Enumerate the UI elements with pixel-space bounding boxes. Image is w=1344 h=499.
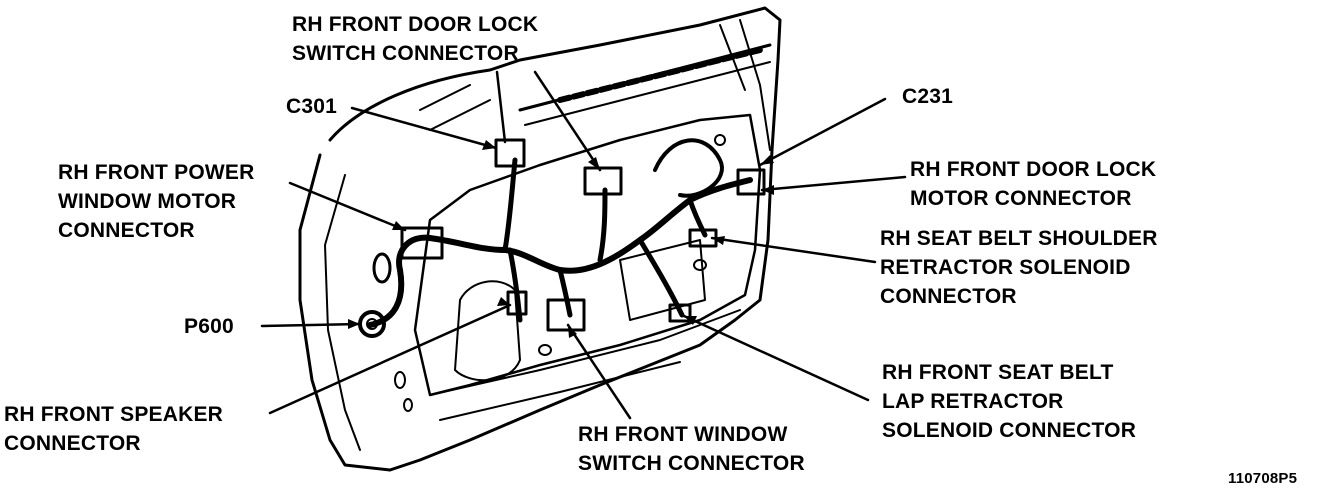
label-line: RH FRONT SPEAKER — [4, 403, 224, 426]
leader-c231 — [758, 97, 887, 167]
label-line: RETRACTOR SOLENOID — [880, 256, 1131, 279]
speaker-block — [506, 290, 528, 316]
leader-lock-switch-b — [533, 70, 602, 172]
mirror-patch — [419, 84, 491, 131]
leader-speaker — [268, 303, 512, 415]
lock-switch-block — [583, 166, 623, 196]
access-hole — [619, 239, 706, 321]
arrow-c231 — [760, 155, 774, 165]
door-frame-inner — [324, 174, 361, 451]
harness-branch-lock-switch — [597, 187, 608, 263]
arrow-lap — [684, 316, 697, 325]
label-line: CONNECTOR — [880, 285, 1017, 308]
label-rh-front-door-lock-switch-connector: RH FRONT DOOR LOCK SWITCH CONNECTOR — [292, 10, 538, 68]
arrow-shoulder — [712, 236, 725, 245]
inner-cutout — [454, 280, 521, 382]
harness-branch-shoulder — [687, 197, 708, 238]
hole-6 — [714, 134, 726, 146]
wiring-harness — [367, 177, 753, 328]
arrow-window-switch — [568, 325, 577, 338]
harness-branch-c301 — [502, 157, 518, 253]
label-line: RH FRONT WINDOW — [578, 423, 788, 446]
leader-c301 — [350, 106, 498, 150]
lower-rib-2 — [439, 361, 681, 421]
label-line: WINDOW MOTOR — [58, 190, 237, 213]
label-rh-front-power-window-motor-connector: RH FRONT POWER WINDOW MOTOR CONNECTOR — [58, 158, 254, 245]
upper-frame — [739, 19, 771, 151]
harness-branch-window — [557, 267, 573, 318]
figure-number: 110708P5 — [1228, 470, 1298, 487]
label-line: SOLENOID CONNECTOR — [882, 419, 1137, 442]
upper-frame-2 — [719, 24, 746, 91]
leader-power-window — [288, 181, 407, 232]
label-line: RH FRONT POWER — [58, 161, 255, 184]
c301-block — [494, 138, 526, 168]
label-line: SWITCH CONNECTOR — [292, 42, 519, 65]
leader-p600 — [260, 322, 362, 328]
leader-lock-motor — [760, 175, 907, 192]
belt-trim — [557, 47, 763, 103]
harness-branch-lap — [637, 237, 685, 318]
leader-window-switch — [566, 323, 632, 420]
label-rh-seat-belt-shoulder-retractor-solenoid-connector: RH SEAT BELT SHOULDER RETRACTOR SOLENOID… — [880, 224, 1158, 311]
p600-grommet-inner — [366, 318, 378, 330]
arrow-speaker — [497, 297, 510, 306]
hole-5 — [693, 259, 707, 271]
door-outer-panel — [328, 6, 782, 472]
door-inner-edge — [298, 153, 392, 472]
arrow-lock-switch — [588, 157, 600, 170]
lock-motor-block — [736, 168, 766, 196]
label-rh-front-door-lock-motor-connector: RH FRONT DOOR LOCK MOTOR CONNECTOR — [910, 155, 1156, 213]
label-c301: C301 — [286, 95, 338, 118]
hole-1 — [372, 252, 392, 284]
label-line: SWITCH CONNECTOR — [578, 452, 805, 475]
arrow-c301 — [482, 140, 496, 150]
leader-lap — [682, 314, 870, 402]
label-line: RH FRONT SEAT BELT — [882, 361, 1114, 384]
label-line: RH FRONT DOOR LOCK — [910, 158, 1157, 181]
leader-lock-switch-a — [495, 70, 507, 144]
label-line: LAP RETRACTOR — [882, 390, 1064, 413]
leader-shoulder — [710, 236, 877, 264]
hole-3 — [403, 398, 413, 412]
label-line: RH FRONT DOOR LOCK — [292, 13, 539, 36]
power-window-block — [400, 226, 444, 260]
label-line: RH SEAT BELT SHOULDER — [880, 227, 1158, 250]
label-c231: C231 — [902, 85, 954, 108]
window-channel-lower — [524, 61, 771, 126]
hole-4 — [538, 344, 552, 356]
label-line: MOTOR CONNECTOR — [910, 187, 1132, 210]
harness-branch-speaker — [507, 247, 523, 323]
harness-loop — [653, 138, 724, 198]
arrow-lock-motor — [762, 185, 774, 195]
hole-2 — [394, 371, 406, 389]
lap-block — [668, 303, 692, 323]
label-rh-front-speaker-connector: RH FRONT SPEAKER CONNECTOR — [4, 400, 223, 458]
lower-rib — [429, 309, 741, 396]
label-line: CONNECTOR — [4, 432, 141, 455]
arrow-power-window — [392, 221, 405, 230]
window-switch-block — [546, 298, 586, 332]
label-p600: P600 — [184, 315, 234, 338]
label-rh-front-window-switch-connector: RH FRONT WINDOW SWITCH CONNECTOR — [578, 420, 805, 478]
arrow-p600 — [348, 319, 360, 329]
label-line: CONNECTOR — [58, 219, 195, 242]
label-rh-front-seat-belt-lap-retractor-solenoid-connector: RH FRONT SEAT BELT LAP RETRACTOR SOLENOI… — [882, 358, 1136, 445]
